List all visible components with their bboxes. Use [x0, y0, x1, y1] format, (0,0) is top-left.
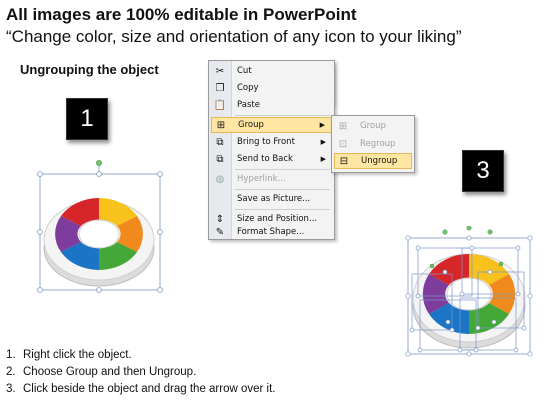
menu-item-size-position[interactable]: ⇕ Size and Position...: [211, 211, 332, 227]
menu-item-group[interactable]: ⊞ Group ▶: [211, 117, 332, 133]
step-badge-1: 1: [66, 98, 108, 140]
menu-separator: [235, 115, 330, 116]
size-icon: ⇕: [215, 213, 225, 225]
regroup-icon: ⊡: [338, 138, 348, 150]
puzzle-ring-ungrouped[interactable]: [404, 226, 534, 358]
submenu-arrow-icon: ▶: [319, 121, 325, 129]
instruction-item: 3.Click beside the object and drag the a…: [6, 383, 276, 395]
globe-icon: ◍: [215, 173, 225, 185]
submenu-arrow-icon: ▶: [320, 155, 326, 163]
instructions-list: 1.Right click the object. 2.Choose Group…: [6, 347, 276, 398]
menu-item-save-as-picture[interactable]: Save as Picture...: [237, 194, 311, 204]
submenu-item-regroup[interactable]: ⊡ Regroup: [334, 136, 412, 152]
menu-item-paste[interactable]: 📋 Paste: [211, 97, 332, 113]
menu-item-cut[interactable]: ✂ Cut: [211, 63, 332, 79]
instruction-item: 1.Right click the object.: [6, 349, 132, 361]
group-icon: ⊞: [216, 119, 226, 131]
menu-item-copy[interactable]: ❐ Copy: [211, 80, 332, 96]
menu-item-bring-to-front[interactable]: ⧉ Bring to Front ▶: [211, 134, 332, 150]
submenu-item-ungroup[interactable]: ⊟ Ungroup: [334, 153, 412, 169]
group-submenu: ⊞ Group ⊡ Regroup ⊟ Ungroup: [331, 115, 415, 173]
format-icon: ✎: [215, 226, 225, 238]
submenu-arrow-icon: ▶: [320, 138, 326, 146]
menu-icon-strip: [209, 61, 232, 239]
context-menu: ✂ Cut ❐ Copy 📋 Paste ⊞ Group ▶ ⧉ Bring t…: [208, 60, 335, 240]
step-badge-3: 3: [462, 150, 504, 192]
ungroup-icon: ⊟: [339, 155, 349, 167]
menu-item-hyperlink[interactable]: ◍ Hyperlink...: [211, 171, 332, 187]
bring-front-icon: ⧉: [216, 136, 224, 148]
menu-item-format-shape[interactable]: ✎ Format Shape...: [211, 225, 332, 239]
paste-icon: 📋: [213, 99, 227, 111]
group-icon: ⊞: [338, 120, 348, 132]
section-title: Ungrouping the object: [20, 62, 159, 77]
submenu-item-group[interactable]: ⊞ Group: [334, 118, 412, 134]
page-title: All images are 100% editable in PowerPoi…: [6, 5, 357, 24]
menu-separator: [235, 209, 330, 210]
page-subtitle: “Change color, size and orientation of a…: [6, 27, 462, 46]
copy-icon: ❐: [215, 82, 225, 94]
puzzle-ring-grouped[interactable]: [36, 160, 166, 295]
send-back-icon: ⧉: [216, 153, 224, 165]
menu-separator: [235, 189, 330, 190]
menu-separator: [235, 169, 330, 170]
instruction-item: 2.Choose Group and then Ungroup.: [6, 366, 197, 378]
menu-item-send-to-back[interactable]: ⧉ Send to Back ▶: [211, 151, 332, 167]
scissors-icon: ✂: [215, 65, 225, 77]
